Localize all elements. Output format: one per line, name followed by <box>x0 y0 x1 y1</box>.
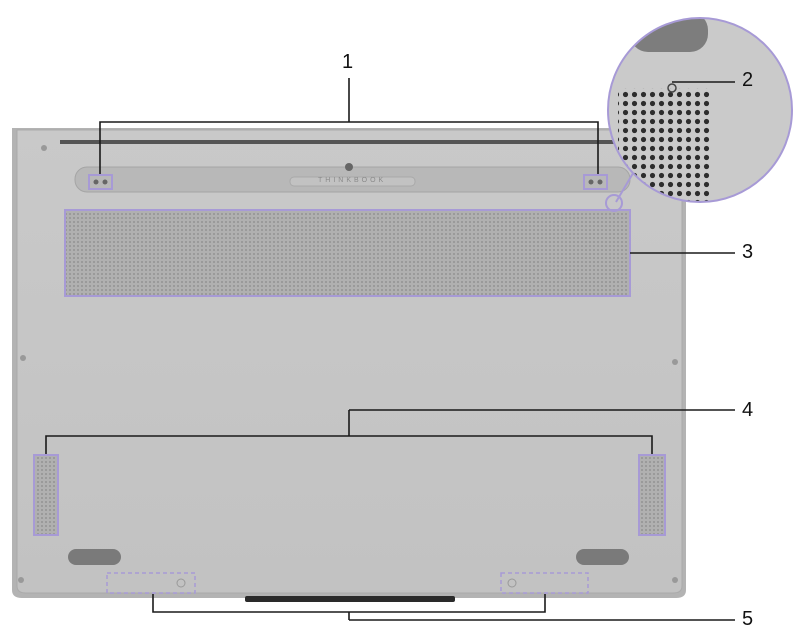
air-intake-grille <box>64 209 631 297</box>
label-area-left <box>106 572 196 594</box>
hinge-screws-right <box>583 174 608 190</box>
front-foot-right <box>576 549 629 565</box>
speaker-left <box>33 454 59 536</box>
leader-lines <box>45 78 735 621</box>
callout-2: 2 <box>742 69 754 91</box>
callout-4: 4 <box>742 399 754 421</box>
front-foot-left <box>68 549 121 565</box>
label-area-right <box>500 572 589 594</box>
callout-5: 5 <box>742 608 754 630</box>
speaker-right <box>638 454 666 536</box>
brand-engraving: THINKBOOK <box>318 177 387 184</box>
laptop-chassis <box>12 128 686 602</box>
callout-1: 1 <box>342 51 354 73</box>
hinge-screws-left <box>88 174 113 190</box>
reset-hole-magnifier <box>605 17 793 212</box>
callout-3: 3 <box>742 241 754 263</box>
